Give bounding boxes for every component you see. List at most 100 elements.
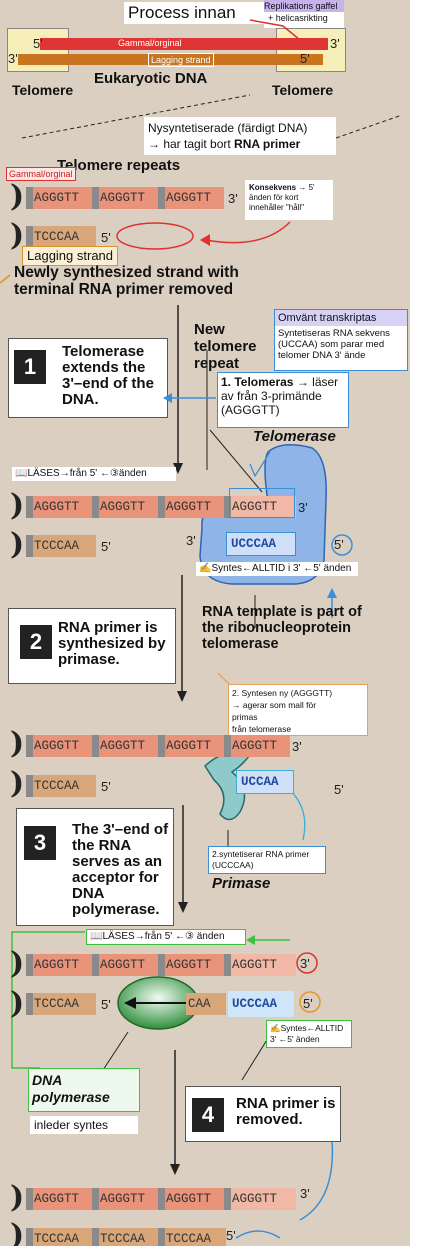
repeat-segment: AGGGTT [34, 958, 80, 972]
lagging-strand-box: Lagging strand [22, 246, 119, 266]
telomere-left-label: Telomere [12, 82, 74, 98]
new-synth-note-line2: → har tagit bort RNA primer [148, 136, 332, 152]
end-3-prime: 3' [228, 191, 238, 206]
repeat-separator [26, 535, 33, 557]
repeat-separator [26, 954, 33, 976]
repeat-separator [158, 496, 165, 518]
telomere-right-label: Telomere [272, 82, 334, 98]
lagging-segment: TCCCAA [100, 1232, 146, 1246]
repeat-separator [158, 1188, 165, 1210]
repeat-segment: AGGGTT [34, 191, 80, 205]
repeat-separator [26, 187, 33, 209]
blue-annotation-box [229, 488, 295, 518]
consequence-note-bold: Konsekvens [249, 183, 297, 192]
five-prime-circle-orange [331, 534, 353, 556]
blue-annotation-path [249, 451, 271, 478]
repeat-segment [26, 1188, 226, 1210]
repeat-segment: AGGGTT [166, 958, 212, 972]
dna-polymerase-box [28, 1068, 140, 1112]
new-repeat-segment [226, 954, 296, 976]
repeat-segment [26, 496, 226, 518]
repeat-segment: AGGGTT [100, 191, 146, 205]
repeat-separator [92, 735, 99, 757]
red-annotation-left [0, 274, 11, 284]
end-5-prime: 5' [334, 537, 344, 552]
new-synth-note-line1: Nysyntetiserade (färdigt DNA) [148, 121, 308, 135]
new-repeat-segment: AGGGTT [232, 500, 278, 514]
green-bracket [11, 931, 85, 1069]
end-3-prime: 3' [298, 500, 308, 515]
blue-final-curve [299, 1139, 334, 1221]
top-3-prime-right: 3' [330, 36, 340, 51]
strand-brace: ) [10, 946, 25, 981]
repeat-separator [92, 1228, 99, 1246]
repeat-segment: AGGGTT [166, 1192, 212, 1206]
new-telomere-repeat-label: New telomere repeat [194, 321, 257, 372]
synth-note-2: ✍Syntes←ALLTID 3' ←5' änden [266, 1020, 352, 1048]
lagging-strand-bar [18, 54, 323, 65]
repeat-separator [224, 735, 231, 757]
end-3-prime: 3' [292, 739, 302, 754]
reverse-transcriptase-title: Omvänt transkriptas [275, 310, 407, 326]
repeat-separator [92, 954, 99, 976]
telomeras-note-bold: 1. Telomeras [221, 375, 294, 389]
strand-brace: ) [10, 218, 25, 253]
repeat-separator [92, 496, 99, 518]
red-arrow-annotation [249, 19, 301, 41]
newly-synth-line1: Newly synthesized strand with [14, 264, 239, 281]
lagging-segment: TCCCAA [34, 539, 80, 553]
flow-arrow-head [177, 691, 187, 702]
dashed-guide [335, 114, 403, 139]
red-annotation-head [200, 234, 210, 246]
repeat-segment: AGGGTT [166, 739, 212, 753]
lagging-segment [26, 226, 96, 248]
newly-synth-line2: terminal RNA primer removed [14, 281, 234, 298]
strand-brace: ) [10, 527, 25, 562]
lagging-segment: TCCCAA [34, 1232, 80, 1246]
reads-note-1: 📖LÄSES→från 5' ←③änden [12, 467, 176, 481]
repeat-segment: AGGGTT [100, 1192, 146, 1206]
repeat-separator [26, 226, 33, 248]
step3-text: The 3'–end of the RNA serves as an accep… [72, 821, 169, 918]
repeat-separator [26, 1188, 33, 1210]
red-annotation-circle [116, 222, 194, 250]
repeat-segment: AGGGTT [166, 191, 212, 205]
dna-polymerase-label: DNA polymerase [32, 1072, 110, 1105]
flow-arrow-head [173, 463, 183, 474]
repeat-segment: AGGGTT [34, 1192, 80, 1206]
top-5-prime-left: 5' [33, 36, 43, 51]
end-3-prime: 3' [300, 1186, 310, 1201]
primase-label: Primase [212, 875, 271, 892]
repeat-segment: AGGGTT [34, 500, 80, 514]
lagging-segment [26, 1228, 226, 1246]
repeat-separator [26, 775, 33, 797]
blue-primer-path [289, 789, 306, 841]
step2-text: RNA primer is synthesized by primase. [58, 619, 166, 668]
step2-number: 2 [20, 625, 52, 659]
repeat-segment: AGGGTT [100, 739, 146, 753]
end-5-prime: 5' [226, 1228, 236, 1243]
repeat-separator [224, 954, 231, 976]
end-3-prime: 3' [186, 533, 196, 548]
repeat-segment: AGGGTT [100, 958, 146, 972]
green-pointer-head [246, 935, 255, 945]
repeat-separator [224, 496, 231, 518]
rna-template-label: RNA template is part of the ribonucleopr… [202, 604, 362, 652]
repeat-segment [26, 187, 224, 209]
repeat-separator [158, 1228, 165, 1246]
strand-brace: ) [10, 179, 25, 214]
repeat-separator [224, 1188, 231, 1210]
old-strand-label: Gammal/orginal [118, 38, 182, 48]
lagging-segment: TCCCAA [166, 1232, 212, 1246]
end-5-prime: 5' [303, 996, 313, 1011]
fork-label: Replikations gaffel + helicasrikting [264, 0, 344, 28]
synth-note-1: ✍Syntes←ALLTID i 3' ←5' änden [196, 562, 358, 576]
blue-pointer-head [163, 393, 172, 403]
new-repeat-segment [226, 496, 296, 518]
repeat-segment: AGGGTT [166, 500, 212, 514]
telomerase-label: Telomerase [253, 428, 336, 445]
end-5-prime: 5' [101, 997, 111, 1012]
consequence-note-text: → 5' änden för kort innehåller "håll" [249, 183, 315, 212]
old-strand-bar [40, 38, 328, 50]
